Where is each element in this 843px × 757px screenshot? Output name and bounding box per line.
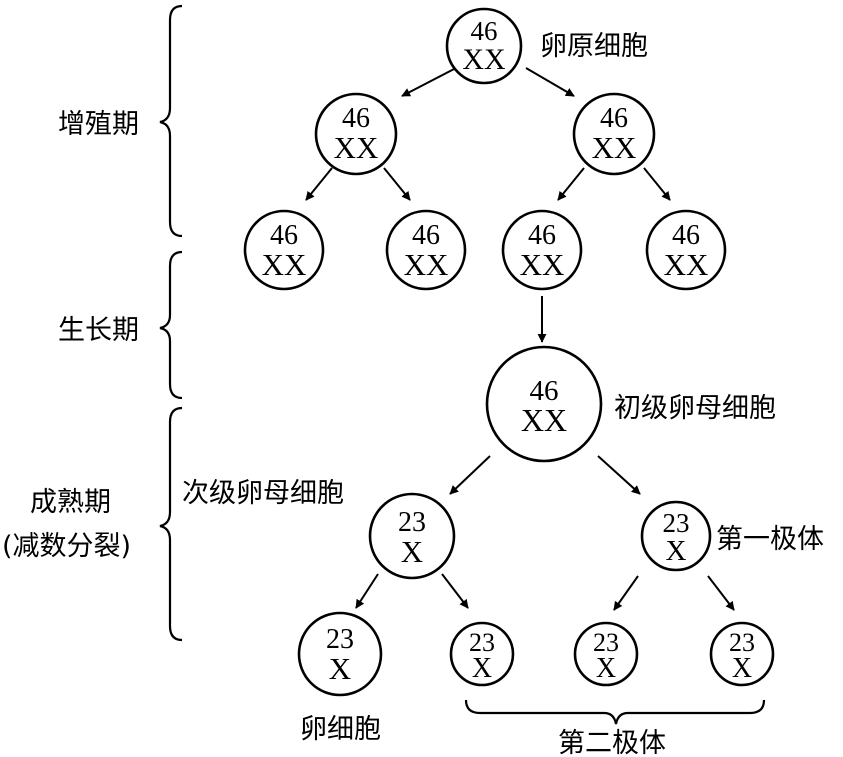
arrow-oogonium-to-mid-left: [401, 67, 457, 97]
sex-chromosomes: XX: [521, 402, 567, 438]
sex-chromosomes: X: [732, 653, 752, 684]
sex-chromosomes: X: [596, 653, 616, 684]
chromosome-count: 23: [469, 628, 495, 657]
brace-growth: [159, 250, 183, 400]
chromosome-count: 46: [270, 220, 298, 251]
chromosome-count: 23: [398, 507, 426, 538]
label-ovum: 卵细胞: [300, 714, 381, 745]
chromosome-count: 46: [342, 103, 370, 134]
brace-maturation: [159, 406, 183, 642]
label-oogonium: 卵原细胞: [540, 31, 648, 62]
sex-chromosomes: XX: [664, 247, 709, 282]
arrow-primary-to-secondary: [449, 455, 491, 495]
cell-row3-2: 46 XX: [385, 209, 467, 291]
chromosome-count: 46: [600, 103, 628, 134]
sex-chromosomes: XX: [404, 247, 449, 282]
sex-chromosomes: XX: [334, 130, 379, 165]
chromosome-count: 46: [528, 220, 556, 251]
sex-chromosomes: X: [401, 534, 423, 569]
arrow-primary-to-polar1: [597, 455, 641, 495]
label-second-polar-body: 第二极体: [558, 728, 666, 757]
cell-mid-left: 46 XX: [314, 92, 398, 176]
chromosome-count: 46: [412, 220, 440, 251]
arrow-secondary-to-ovum: [355, 573, 379, 609]
brace-proliferation: [159, 4, 183, 238]
cell-row3-4: 46 XX: [645, 209, 727, 291]
cell-mid-right: 46 XX: [572, 92, 656, 176]
phase-maturation-label: 成熟期: [30, 487, 111, 518]
cell-second-polar-body-c: 23 X: [709, 621, 775, 687]
arrow-mid-left-to-row3-1: [305, 167, 333, 201]
cell-first-polar-body: 23 X: [640, 500, 712, 572]
chromosome-count: 23: [663, 508, 690, 538]
cell-secondary-oocyte: 23 X: [368, 492, 456, 580]
arrow-polar1-to-polar2-b: [613, 575, 639, 611]
sex-chromosomes: X: [472, 653, 492, 684]
cell-second-polar-body-a: 23 X: [449, 621, 515, 687]
chromosome-count: 23: [326, 624, 354, 655]
arrow-secondary-to-polar2-a: [441, 573, 469, 609]
arrow-mid-right-to-row3-3: [557, 167, 585, 201]
sex-chromosomes: X: [666, 535, 687, 567]
cell-second-polar-body-b: 23 X: [573, 621, 639, 687]
phase-proliferation-label: 增殖期: [58, 109, 139, 140]
sex-chromosomes: XX: [592, 130, 637, 165]
label-first-polar-body: 第一极体: [716, 524, 824, 555]
arrow-oogonium-to-mid-right: [525, 67, 575, 97]
cell-primary-oocyte: 46 XX: [485, 345, 603, 463]
chromosome-count: 46: [672, 220, 700, 251]
phase-growth-label: 生长期: [58, 315, 139, 346]
chromosome-count: 46: [471, 16, 498, 46]
arrow-mid-left-to-row3-2: [383, 167, 411, 201]
arrow-mid-right-to-row3-4: [643, 167, 671, 201]
sex-chromosomes: XX: [462, 43, 506, 76]
label-primary-oocyte: 初级卵母细胞: [614, 393, 776, 424]
arrow-polar1-to-polar2-c: [707, 575, 735, 611]
cell-ovum: 23 X: [297, 611, 383, 697]
chromosome-count: 46: [530, 375, 559, 407]
sex-chromosomes: XX: [262, 247, 307, 282]
label-secondary-oocyte: 次级卵母细胞: [182, 478, 344, 509]
chromosome-count: 23: [729, 628, 755, 657]
brace-second-polar-body: [464, 699, 766, 725]
cell-oogonium: 46 XX: [445, 7, 523, 85]
sex-chromosomes: X: [329, 651, 351, 686]
cell-row3-1: 46 XX: [243, 209, 325, 291]
sex-chromosomes: XX: [520, 247, 565, 282]
phase-meiosis-label: (减数分裂): [2, 531, 131, 562]
chromosome-count: 23: [593, 628, 619, 657]
cell-row3-3: 46 XX: [501, 209, 583, 291]
